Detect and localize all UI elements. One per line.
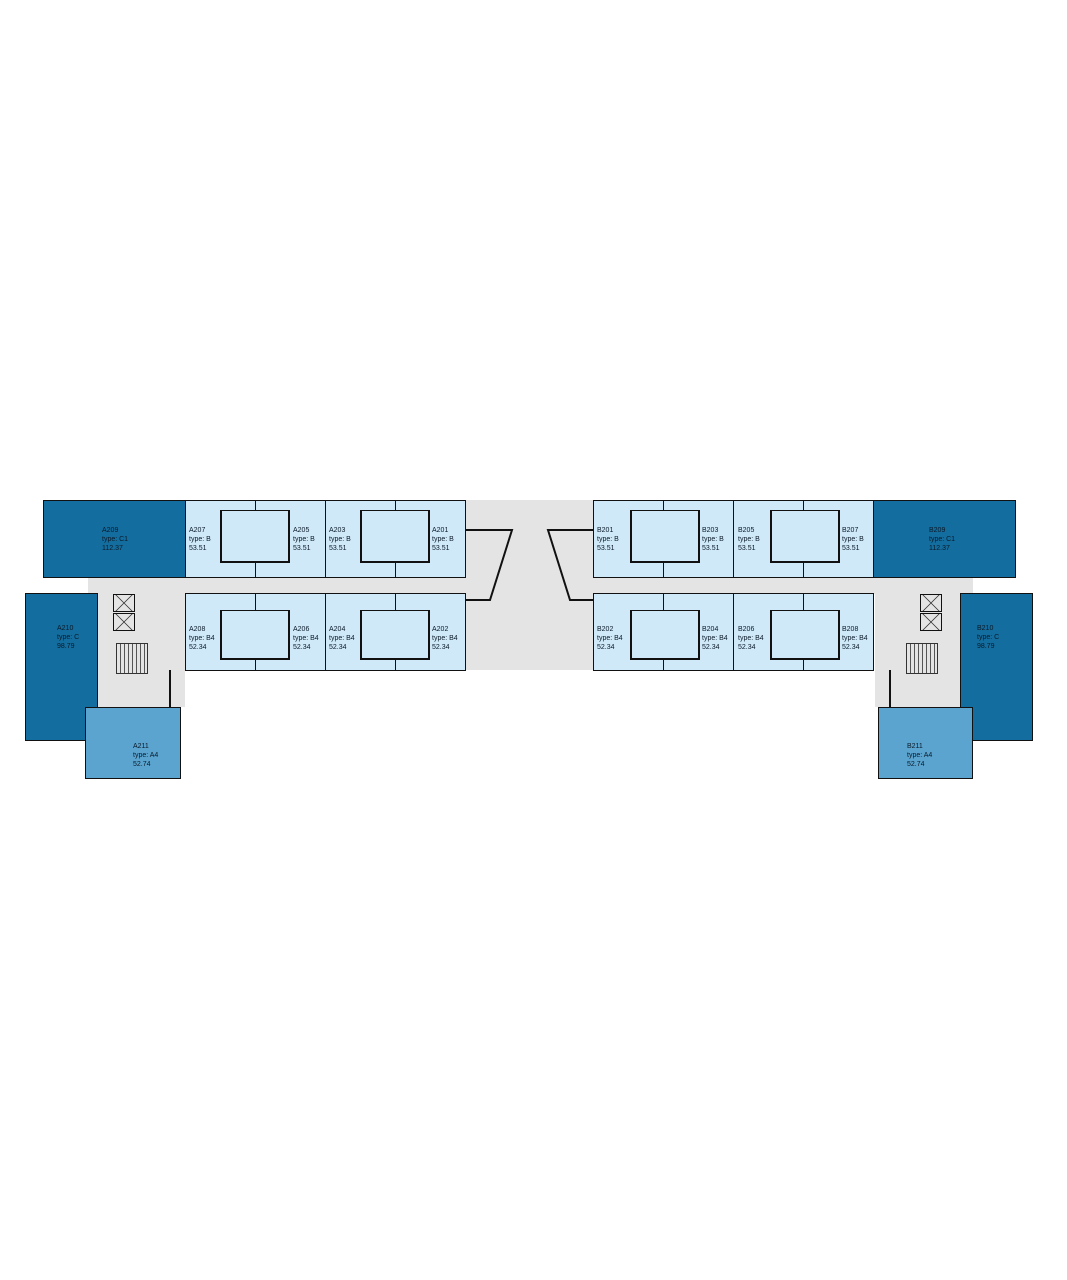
unit-number: A208 bbox=[189, 626, 206, 633]
unit-area: 52.34 bbox=[702, 644, 720, 651]
unit-number: B202 bbox=[597, 626, 614, 633]
unit-area: 112.37 bbox=[102, 545, 123, 552]
unit-area: 53.51 bbox=[189, 545, 207, 552]
unit-area: 52.34 bbox=[293, 644, 311, 651]
unit-area: 52.34 bbox=[329, 644, 347, 651]
unit-area: 52.74 bbox=[907, 761, 925, 768]
unit-number: B207 bbox=[842, 527, 859, 534]
unit-number: A201 bbox=[432, 527, 449, 534]
bedroom-wall bbox=[770, 610, 840, 660]
bedroom-wall bbox=[630, 610, 700, 660]
bedroom-wall bbox=[630, 510, 700, 563]
unit-type: type: B bbox=[702, 536, 724, 543]
elevator-right-1 bbox=[920, 594, 942, 612]
unit-B211[interactable]: B211 type: A4 52.74 bbox=[878, 707, 973, 779]
elevator-right-2 bbox=[920, 613, 942, 631]
unit-number: A204 bbox=[329, 626, 346, 633]
elevator-left-1 bbox=[113, 594, 135, 612]
unit-number: A209 bbox=[102, 527, 119, 534]
unit-area: 112.37 bbox=[929, 545, 950, 552]
unit-B209[interactable]: B209 type: C1 112.37 bbox=[873, 500, 1016, 578]
unit-area: 52.34 bbox=[597, 644, 615, 651]
unit-number: A202 bbox=[432, 626, 449, 633]
unit-type: type: B4 bbox=[293, 635, 319, 642]
unit-type: type: B bbox=[842, 536, 864, 543]
unit-area: 53.51 bbox=[432, 545, 450, 552]
unit-type: type: B bbox=[738, 536, 760, 543]
stairs-left bbox=[116, 643, 148, 674]
unit-number: B211 bbox=[907, 743, 923, 750]
unit-type: type: B4 bbox=[842, 635, 868, 642]
bedroom-wall bbox=[360, 610, 430, 660]
unit-type: type: C1 bbox=[102, 536, 129, 543]
unit-number: A205 bbox=[293, 527, 310, 534]
unit-area: 53.51 bbox=[738, 545, 756, 552]
stairs-right bbox=[906, 643, 938, 674]
unit-number: A210 bbox=[57, 625, 74, 632]
unit-number: A207 bbox=[189, 527, 206, 534]
unit-type: type: C bbox=[977, 634, 1000, 641]
unit-number: B209 bbox=[929, 527, 946, 534]
unit-type: type: B bbox=[189, 536, 211, 543]
unit-A211[interactable]: A211 type: A4 52.74 bbox=[85, 707, 181, 779]
unit-area: 98.79 bbox=[57, 643, 75, 650]
elevator-left-2 bbox=[113, 613, 135, 631]
unit-A209[interactable]: A209 type: C1 112.37 bbox=[43, 500, 186, 578]
unit-area: 52.34 bbox=[842, 644, 860, 651]
unit-area: 98.79 bbox=[977, 643, 995, 650]
unit-number: A203 bbox=[329, 527, 346, 534]
unit-type: type: B bbox=[432, 536, 454, 543]
unit-type: type: B4 bbox=[329, 635, 355, 642]
bedroom-wall bbox=[220, 610, 290, 660]
unit-number: B201 bbox=[597, 527, 614, 534]
unit-area: 52.34 bbox=[738, 644, 756, 651]
unit-number: A206 bbox=[293, 626, 310, 633]
unit-number: B205 bbox=[738, 527, 755, 534]
unit-area: 53.51 bbox=[597, 545, 615, 552]
unit-type: type: B bbox=[293, 536, 315, 543]
unit-type: type: B4 bbox=[702, 635, 728, 642]
unit-number: B203 bbox=[702, 527, 719, 534]
bedroom-wall bbox=[220, 510, 290, 563]
unit-area: 53.51 bbox=[842, 545, 860, 552]
unit-number: B206 bbox=[738, 626, 755, 633]
unit-type: type: A4 bbox=[133, 752, 159, 759]
unit-type: type: B bbox=[329, 536, 351, 543]
unit-area: 52.74 bbox=[133, 761, 151, 768]
unit-number: B204 bbox=[702, 626, 719, 633]
unit-area: 52.34 bbox=[189, 644, 207, 651]
unit-area: 53.51 bbox=[329, 545, 347, 552]
unit-type: type: C bbox=[57, 634, 80, 641]
bedroom-wall bbox=[360, 510, 430, 563]
unit-type: type: B4 bbox=[597, 635, 623, 642]
unit-type: type: B4 bbox=[738, 635, 764, 642]
unit-number: B210 bbox=[977, 625, 994, 632]
unit-area: 53.51 bbox=[702, 545, 720, 552]
unit-type: type: C1 bbox=[929, 536, 956, 543]
unit-type: type: B4 bbox=[432, 635, 458, 642]
bedroom-wall bbox=[770, 510, 840, 563]
unit-number: A211 bbox=[133, 743, 149, 750]
unit-type: type: A4 bbox=[907, 752, 933, 759]
unit-type: type: B4 bbox=[189, 635, 215, 642]
unit-type: type: B bbox=[597, 536, 619, 543]
unit-area: 52.34 bbox=[432, 644, 450, 651]
unit-area: 53.51 bbox=[293, 545, 311, 552]
central-lobby bbox=[465, 500, 595, 670]
unit-number: B208 bbox=[842, 626, 859, 633]
